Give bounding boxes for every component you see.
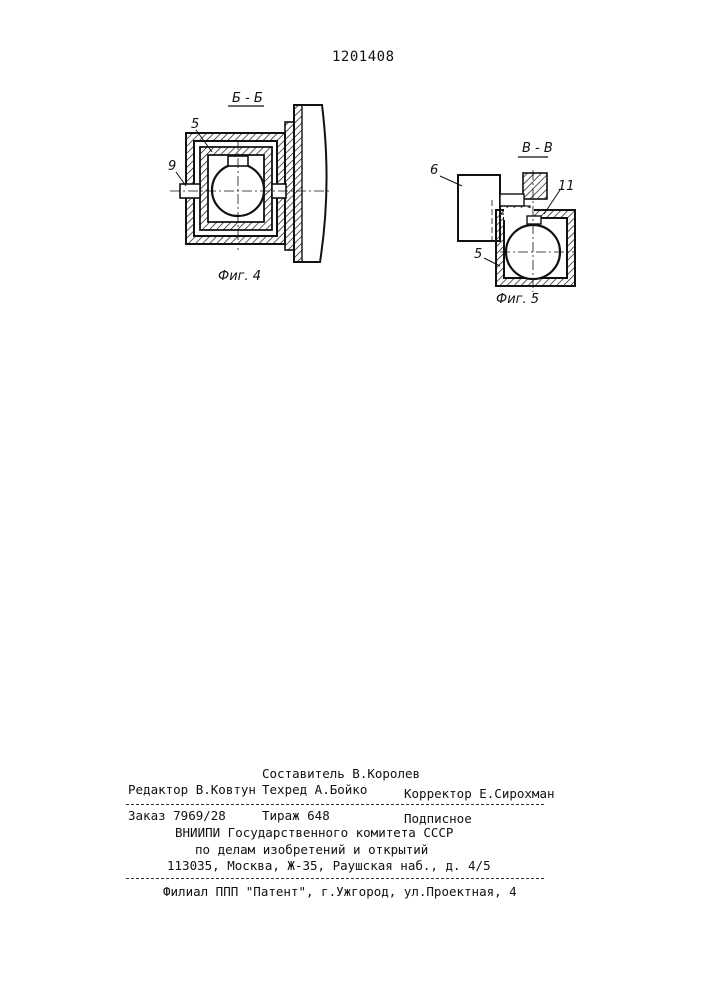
imprint-address: 113035, Москва, Ж-35, Раушская наб., д. … <box>167 858 491 873</box>
imprint-org-line2: по делам изобретений и открытий <box>195 842 428 857</box>
imprint-subscription: Подписное <box>404 811 472 826</box>
imprint-techred: Техред А.Бойко <box>262 782 367 797</box>
divider-top <box>126 804 544 805</box>
imprint-compiler: Составитель В.Королев <box>262 766 420 781</box>
imprint-order: Заказ 7969/28 <box>128 808 226 823</box>
imprint-branch: Филиал ППП "Патент", г.Ужгород, ул.Проек… <box>163 884 517 899</box>
divider-bottom <box>126 878 544 879</box>
imprint-org-line1: ВНИИПИ Государственного комитета СССР <box>175 825 453 840</box>
imprint-editor: Редактор В.Ковтун <box>128 782 256 797</box>
imprint-corrector: Корректор Е.Сирохман <box>404 786 555 801</box>
imprint-circulation: Тираж 648 <box>262 808 330 823</box>
